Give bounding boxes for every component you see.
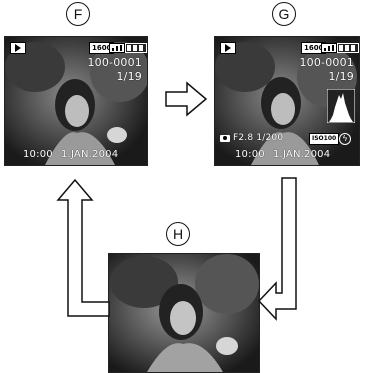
file-number: 100-0001 (87, 56, 142, 69)
flash-icon: ϟ (339, 133, 351, 145)
rec-date: 1.JAN.2004 (273, 149, 330, 160)
camera-icon (220, 135, 230, 142)
screen-label-h: H (166, 222, 190, 246)
battery-icon (337, 43, 359, 53)
photo-h (109, 254, 259, 372)
lcd-screen-h (108, 253, 260, 373)
play-mode-icon (10, 42, 26, 54)
screen-label-g: G (272, 2, 296, 26)
rec-time: 10:00 (23, 149, 53, 160)
screen-label-f: F (66, 2, 90, 26)
arrow-up-h-to-f (56, 178, 110, 318)
file-number: 100-0001 (299, 56, 354, 69)
rec-date: 1.JAN.2004 (61, 149, 118, 160)
play-mode-icon (220, 42, 236, 54)
picture-quality-icon (321, 43, 337, 53)
battery-icon (125, 43, 147, 53)
lcd-screen-f: 1600 100-0001 1/19 10:00 1.JAN.2004 (4, 36, 148, 166)
frame-count: 1/19 (328, 70, 354, 83)
iso-setting: ISO100 (309, 133, 339, 145)
rec-time: 10:00 (235, 149, 265, 160)
arrow-down-left-g-to-h (258, 177, 306, 321)
arrow-right-f-to-g (165, 82, 207, 116)
aperture-shutter: F2.8 1/200 (233, 133, 283, 143)
frame-count: 1/19 (116, 70, 142, 83)
lcd-screen-g: 1600 100-0001 1/19 F2.8 1/200 ISO100 ϟ 1… (214, 36, 360, 166)
picture-quality-icon (109, 43, 125, 53)
histogram-icon (327, 89, 355, 123)
